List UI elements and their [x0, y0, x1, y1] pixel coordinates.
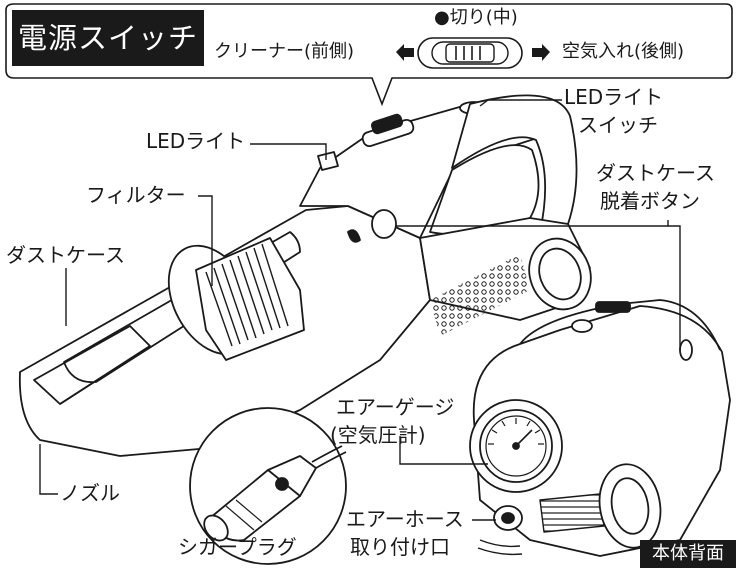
label-filter: フィルター: [86, 183, 186, 207]
switch-air-pump-rear-label: 空気入れ(後側): [562, 41, 685, 62]
label-air-hose-port-line1: エアーホース: [346, 507, 464, 531]
label-air-gauge-line1: エアーゲージ: [336, 395, 455, 419]
filter-pleats: [195, 237, 305, 361]
vacuum-body: [18, 94, 592, 457]
switch-cleaner-front-label: クリーナー(前側): [214, 41, 355, 62]
label-cigar-plug: シガープラグ: [178, 535, 297, 559]
leader-lines: [39, 99, 681, 521]
label-nozzle: ノズル: [60, 481, 120, 505]
label-air-gauge-line2: (空気圧計): [330, 423, 426, 447]
arrow-left-icon: [396, 44, 414, 61]
label-dust-case-release-line2: 脱着ボタン: [600, 189, 700, 213]
label-air-hose-port-line2: 取り付け口: [350, 535, 450, 559]
label-led-light: LEDライト: [146, 129, 246, 153]
switch-graphic: [417, 37, 523, 69]
rear-view-body: [469, 299, 731, 557]
label-dust-case: ダストケース: [6, 243, 125, 267]
arrow-right-icon: [532, 44, 550, 61]
label-back-view: 本体背面: [640, 540, 736, 568]
power-switch-title: 電源スイッチ: [12, 10, 204, 66]
switch-off-center-label: ●切り(中): [434, 7, 518, 28]
label-led-switch-line2: スイッチ: [578, 113, 658, 137]
label-led-switch-line1: LEDライト: [564, 85, 664, 109]
label-dust-case-release-line1: ダストケース: [596, 161, 715, 185]
cigar-plug-illustration: [189, 407, 347, 565]
